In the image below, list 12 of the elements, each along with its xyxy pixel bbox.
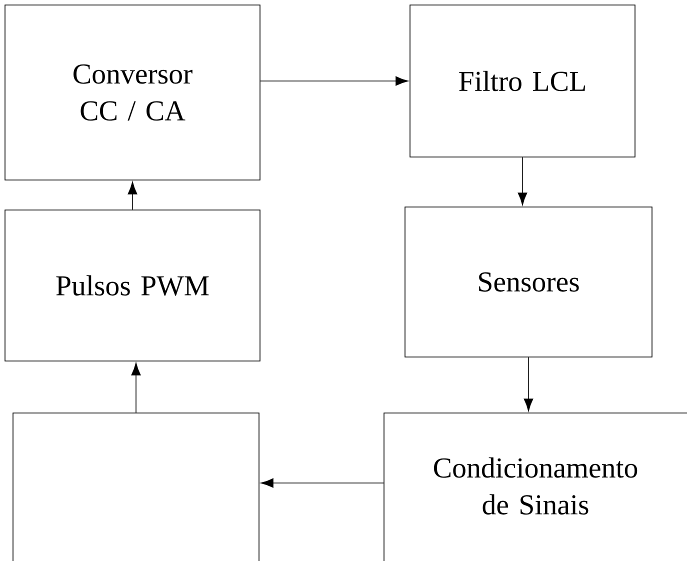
arrow: [260, 478, 384, 488]
empty-box: [12, 412, 260, 561]
process-box: Sensores: [404, 206, 652, 358]
arrow: [128, 182, 138, 210]
process-box: Conversor CC / CA: [4, 4, 260, 180]
arrow: [524, 357, 534, 412]
arrow: [518, 157, 528, 206]
arrow: [131, 362, 141, 413]
arrow: [260, 76, 408, 86]
process-box: Pulsos PWM: [4, 210, 260, 362]
process-box: Condicionamento de Sinais: [384, 412, 687, 561]
process-box: Filtro LCL: [410, 4, 636, 158]
